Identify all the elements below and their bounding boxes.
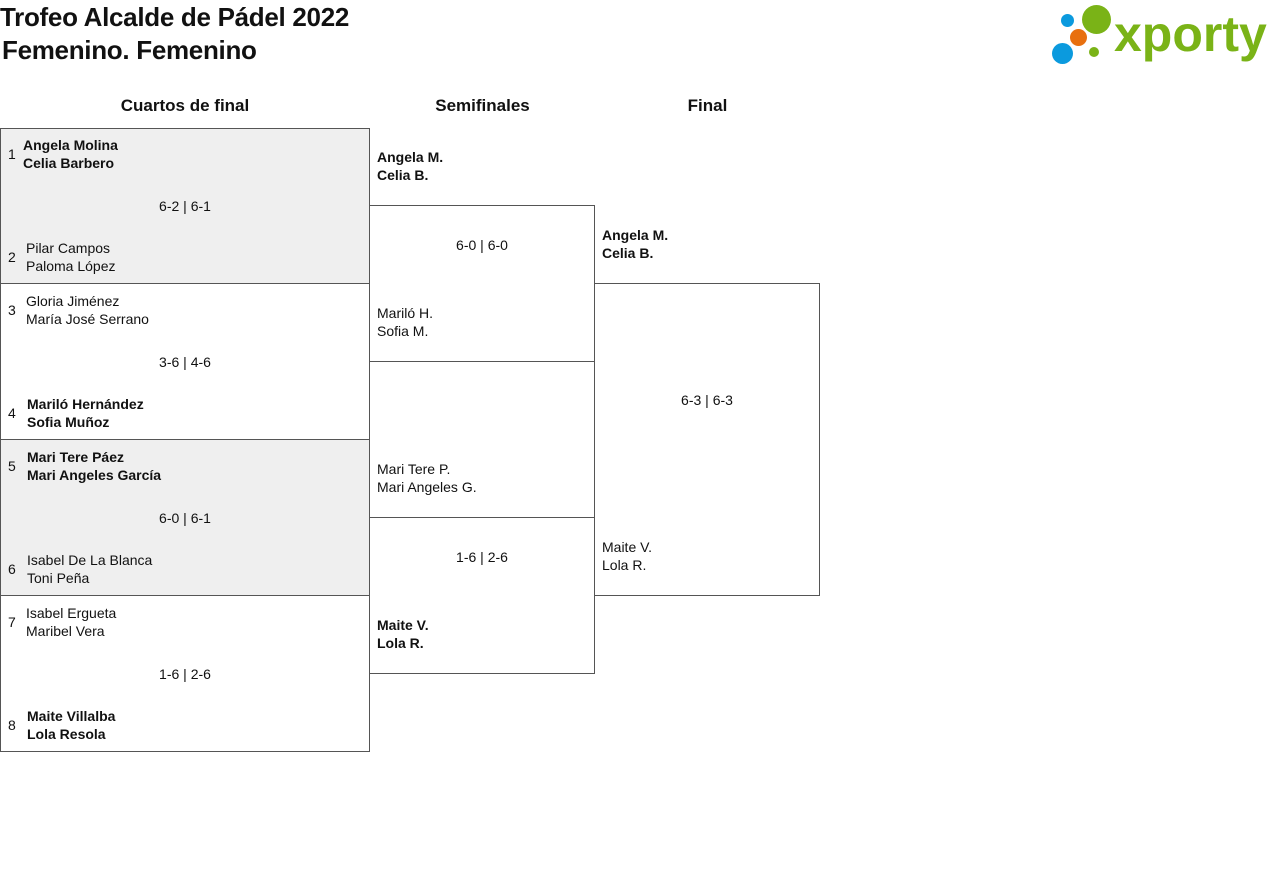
player-name: Isabel De La Blanca <box>27 552 153 568</box>
player-name: Pilar Campos <box>26 240 111 256</box>
team-entry[interactable]: Isabel Ergueta Maribel Vera <box>26 604 116 640</box>
seed-number: 7 <box>8 614 16 630</box>
player-name: Angela M. <box>377 149 444 165</box>
player-name: Isabel Ergueta <box>26 605 117 621</box>
match-score: 6-0 | 6-1 <box>159 510 211 526</box>
player-name: Maite V. <box>377 617 429 633</box>
player-name: Lola R. <box>377 635 424 651</box>
player-name: Celia Barbero <box>23 155 115 171</box>
final-match[interactable]: 6-3 | 6-3 Maite V. Lola R. <box>594 283 820 596</box>
team-entry[interactable]: Mariló Hernández Sofia Muñoz <box>27 395 144 431</box>
logo-wordmark: xporty <box>1114 6 1267 62</box>
player-name: Maite Villalba <box>27 708 116 724</box>
player-name: María José Serrano <box>26 311 149 327</box>
team-entry[interactable]: Angela Molina Celia Barbero <box>23 136 118 172</box>
seed-number: 2 <box>8 249 16 265</box>
player-name: Lola Resola <box>27 726 106 742</box>
quarterfinal-match-4[interactable]: 7 Isabel Ergueta Maribel Vera 1-6 | 2-6 … <box>0 595 370 752</box>
xporty-logo: xporty <box>1052 4 1276 68</box>
player-name: Mari Tere P. <box>377 461 451 477</box>
quarterfinal-match-1[interactable]: 1 Angela Molina Celia Barbero 6-2 | 6-1 … <box>0 128 370 284</box>
page-title: Trofeo Alcalde de Pádel 2022 <box>0 2 350 32</box>
player-name: Mari Angeles G. <box>377 479 477 495</box>
seed-number: 1 <box>8 146 16 162</box>
final-top-team[interactable]: Angela M. Celia B. <box>602 226 668 262</box>
player-name: Mariló Hernández <box>27 396 144 412</box>
logo-dot-blue-bottom-icon <box>1052 43 1073 64</box>
team-entry[interactable]: Mari Tere Páez Mari Angeles García <box>27 448 161 484</box>
quarterfinal-match-3[interactable]: 5 Mari Tere Páez Mari Angeles García 6-0… <box>0 439 370 596</box>
player-name: Toni Peña <box>27 570 90 586</box>
player-name: Celia B. <box>377 167 429 183</box>
player-name: Maite V. <box>602 539 653 555</box>
player-name: Sofia Muñoz <box>27 414 110 430</box>
quarterfinal-match-2[interactable]: 3 Gloria Jiménez María José Serrano 3-6 … <box>0 283 370 440</box>
player-name: Mariló H. <box>377 305 434 321</box>
semifinal-2-bottom-team[interactable]: Maite V. Lola R. <box>377 616 429 652</box>
match-score: 1-6 | 2-6 <box>159 666 211 682</box>
page-subtitle: Femenino. Femenino <box>2 35 257 65</box>
match-score: 6-2 | 6-1 <box>159 198 211 214</box>
player-name: Mari Angeles García <box>27 467 162 483</box>
semifinal-2-top-team[interactable]: Mari Tere P. Mari Angeles G. <box>377 460 477 496</box>
seed-number: 5 <box>8 458 16 474</box>
seed-number: 8 <box>8 717 16 733</box>
semifinal-1-bottom-team[interactable]: Mariló H. Sofia M. <box>377 304 433 340</box>
round-header-quarterfinals: Cuartos de final <box>120 96 250 115</box>
player-name: Paloma López <box>26 258 116 274</box>
team-entry[interactable]: Pilar Campos Paloma López <box>26 239 116 275</box>
logo-dot-orange-icon <box>1070 29 1087 46</box>
player-name: Maribel Vera <box>26 623 105 639</box>
final-bottom-team[interactable]: Maite V. Lola R. <box>602 538 652 574</box>
player-name: Gloria Jiménez <box>26 293 120 309</box>
match-score: 6-3 | 6-3 <box>681 392 733 408</box>
match-score: 3-6 | 4-6 <box>159 354 211 370</box>
player-name: Angela Molina <box>23 137 118 153</box>
semifinal-match-2[interactable]: 1-6 | 2-6 Maite V. Lola R. <box>369 517 595 674</box>
semifinal-1-top-team[interactable]: Angela M. Celia B. <box>377 148 443 184</box>
match-score: 6-0 | 6-0 <box>456 237 508 253</box>
semifinal-match-1[interactable]: 6-0 | 6-0 Mariló H. Sofia M. <box>369 205 595 362</box>
round-header-semifinals: Semifinales <box>435 96 530 115</box>
player-name: Angela M. <box>602 227 669 243</box>
match-score: 1-6 | 2-6 <box>456 549 508 565</box>
player-name: Sofia M. <box>377 323 429 339</box>
player-name: Lola R. <box>602 557 647 573</box>
logo-dot-green-small-icon <box>1089 47 1099 57</box>
logo-dot-green-icon <box>1082 5 1111 34</box>
player-name: Celia B. <box>602 245 654 261</box>
player-name: Mari Tere Páez <box>27 449 125 465</box>
seed-number: 4 <box>8 405 16 421</box>
team-entry[interactable]: Isabel De La Blanca Toni Peña <box>27 551 152 587</box>
team-entry[interactable]: Maite Villalba Lola Resola <box>27 707 115 743</box>
logo-dot-blue-top-icon <box>1061 14 1074 27</box>
round-header-final: Final <box>687 96 728 115</box>
seed-number: 6 <box>8 561 16 577</box>
seed-number: 3 <box>8 302 16 318</box>
team-entry[interactable]: Gloria Jiménez María José Serrano <box>26 292 149 328</box>
